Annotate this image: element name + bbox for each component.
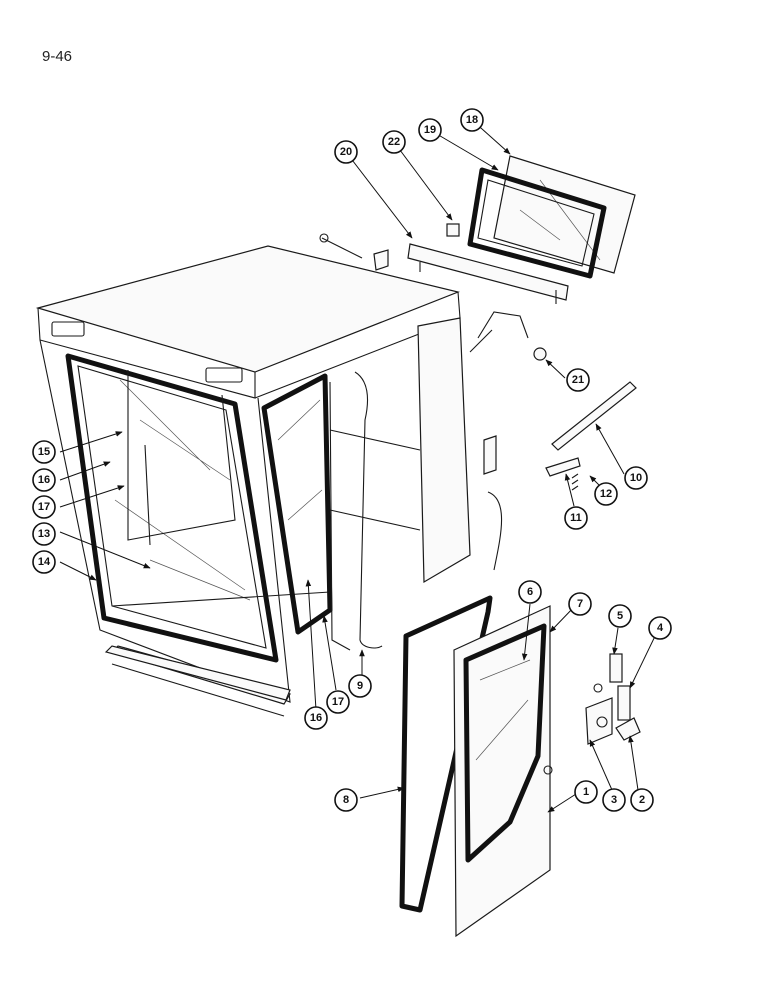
svg-text:15: 15 — [38, 446, 50, 458]
callout-7: 7 — [568, 592, 592, 616]
svg-text:17: 17 — [332, 696, 344, 708]
svg-text:17: 17 — [38, 501, 50, 513]
page-number: 9-46 — [42, 48, 73, 65]
svg-text:10: 10 — [630, 472, 642, 484]
callout-9: 9 — [348, 674, 372, 698]
svg-text:22: 22 — [388, 136, 400, 148]
callout-16-left: 16 — [32, 468, 56, 492]
callout-16-right: 16 — [304, 706, 328, 730]
svg-text:4: 4 — [657, 622, 664, 634]
callout-11: 11 — [564, 506, 588, 530]
svg-text:18: 18 — [466, 114, 478, 126]
callout-19: 19 — [418, 118, 442, 142]
callout-21: 21 — [566, 368, 590, 392]
latch-hardware — [585, 653, 641, 745]
svg-text:19: 19 — [424, 124, 436, 136]
callout-3: 3 — [602, 788, 626, 812]
callout-6: 6 — [518, 580, 542, 604]
svg-text:11: 11 — [570, 512, 582, 524]
sill-rail — [104, 645, 291, 701]
door-assembly — [399, 595, 553, 938]
callout-15: 15 — [32, 440, 56, 464]
callout-13: 13 — [32, 522, 56, 546]
callout-5: 5 — [608, 604, 632, 628]
svg-text:7: 7 — [577, 598, 583, 610]
svg-text:13: 13 — [38, 528, 50, 540]
callout-14: 14 — [32, 550, 56, 574]
svg-text:1: 1 — [583, 786, 589, 798]
svg-text:2: 2 — [639, 794, 645, 806]
svg-text:6: 6 — [527, 586, 533, 598]
svg-text:9: 9 — [357, 680, 363, 692]
svg-text:16: 16 — [310, 712, 322, 724]
svg-text:8: 8 — [343, 794, 349, 806]
callout-8: 8 — [334, 788, 358, 812]
svg-text:3: 3 — [611, 794, 617, 806]
callout-22: 22 — [382, 130, 406, 154]
callout-18: 18 — [460, 108, 484, 132]
callout-20: 20 — [334, 140, 358, 164]
callout-1: 1 — [574, 780, 598, 804]
callout-10: 10 — [624, 466, 648, 490]
svg-text:16: 16 — [38, 474, 50, 486]
svg-text:20: 20 — [340, 146, 352, 158]
stay-latch-parts — [469, 311, 637, 571]
callout-17-right: 17 — [326, 690, 350, 714]
svg-text:21: 21 — [572, 374, 584, 386]
cab-frame — [35, 245, 471, 717]
svg-text:14: 14 — [38, 556, 51, 568]
callout-17-left: 17 — [32, 495, 56, 519]
leader-lines — [59, 119, 659, 813]
svg-text:12: 12 — [600, 488, 612, 500]
callout-12: 12 — [594, 482, 618, 506]
callout-4: 4 — [648, 616, 672, 640]
callout-2: 2 — [630, 788, 654, 812]
svg-text:5: 5 — [617, 610, 623, 622]
roof-window-assembly — [319, 155, 636, 304]
